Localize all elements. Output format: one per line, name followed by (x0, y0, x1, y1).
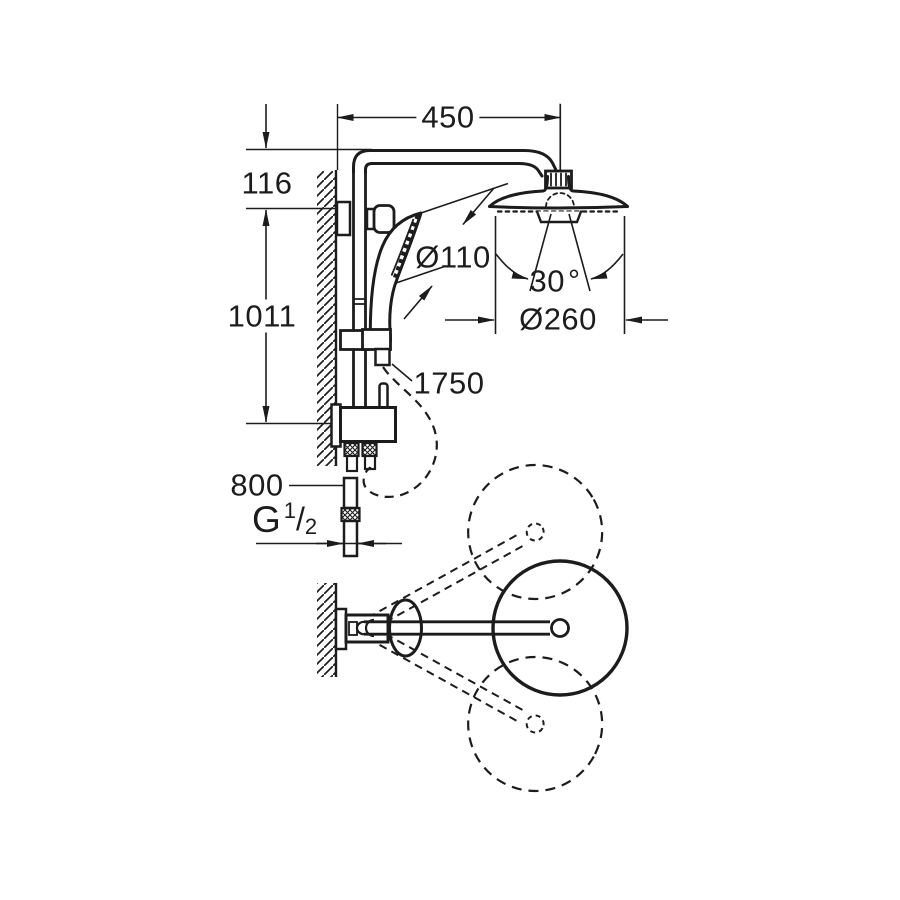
spray-angle-30 (495, 213, 624, 292)
swivel-range-dashed-positions (367, 463, 604, 793)
mixer-valve (330, 382, 397, 473)
thread-slash: / (296, 501, 305, 537)
hose-leader-line (391, 363, 413, 382)
dim-label-head-shower-diameter: Ø260 (519, 301, 597, 337)
thread-g: G (252, 499, 281, 540)
head-shower (488, 103, 629, 224)
ball-joint-dashed (545, 192, 575, 208)
dim-label-spray-angle: 30° (530, 266, 581, 297)
dim-label-450: 450 (416, 100, 480, 134)
dim-label-hose-length: 1750 (413, 365, 485, 401)
center-nozzle (535, 210, 583, 224)
dim-label-800: 800 (230, 467, 284, 503)
swivel-cone-ellipse (388, 598, 423, 658)
dim-label-hand-shower-diameter: Ø110 (415, 239, 491, 275)
wall-hatch-top (317, 171, 336, 466)
connector-nut (544, 169, 573, 190)
dim-260-lines (445, 216, 668, 334)
head-shower-top-view (491, 559, 629, 697)
mixer-body (339, 406, 397, 443)
swivel-arm-top-view (317, 559, 629, 697)
dim-label-1011: 1011 (222, 299, 302, 333)
dim-800-g12-lines (256, 484, 402, 548)
mixer-nut-left (343, 441, 360, 458)
supply-pipe (340, 476, 361, 558)
thread-numerator: 1 (283, 498, 297, 523)
spray-angle-degree-sign: ° (567, 264, 581, 298)
hand-shower-holder (339, 328, 392, 367)
thread-denominator: 2 (304, 514, 318, 539)
mixer-nut-right (361, 441, 378, 458)
spray-angle-value: 30 (529, 263, 565, 299)
dim-label-116: 116 (241, 165, 293, 201)
hose-nipple (374, 347, 391, 367)
wall-hatch-bottom (317, 583, 336, 677)
pipe-union-nut (340, 506, 361, 523)
shower-hose (362, 363, 438, 498)
spray-face-hatch (392, 214, 422, 279)
shower-rail-and-arm (335, 149, 559, 412)
bracket-knob (372, 204, 396, 234)
top-wall-bracket-flange (335, 200, 352, 237)
holder-cup (361, 328, 392, 351)
dim-110-lines (395, 182, 509, 320)
